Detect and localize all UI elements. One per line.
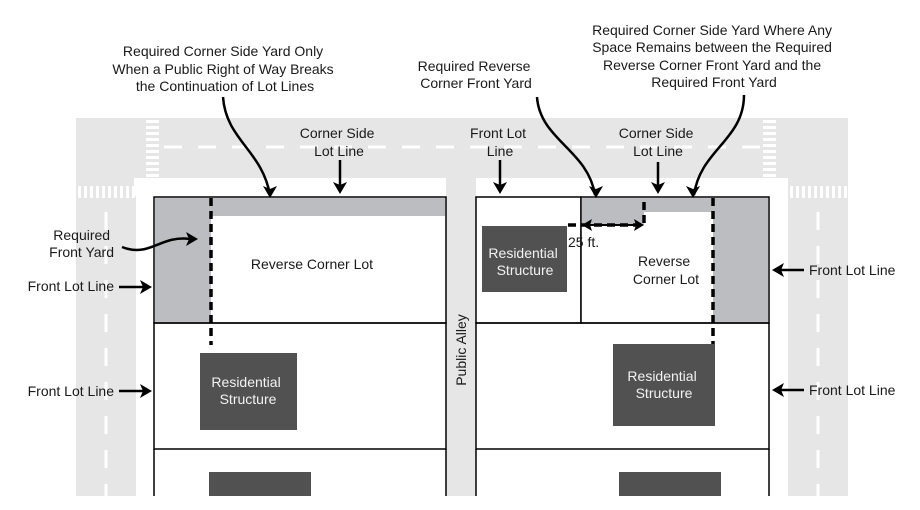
- label-corner-side-lot-line-left: Corner Side Lot Line: [300, 125, 379, 159]
- right-middle-lot: [475, 322, 770, 450]
- crosswalk-stripe: [763, 132, 776, 135]
- crosswalk-stripe: [763, 138, 776, 141]
- crosswalk-stripe: [763, 168, 776, 171]
- crosswalk-stripe: [108, 186, 111, 198]
- label-structure-interior: Residential Structure: [488, 245, 561, 278]
- residential-structure-right: [613, 344, 715, 426]
- crosswalk-stripe: [763, 150, 776, 153]
- arrowheads: [140, 182, 784, 398]
- arrowhead-right: [634, 219, 644, 231]
- crosswalk-stripe: [146, 138, 159, 141]
- reverse-corner-setback-line: [568, 198, 646, 227]
- label-corner-side-lot-line-right: Corner Side Lot Line: [619, 125, 698, 159]
- crosswalk-top-right: [763, 120, 776, 177]
- label-front-lot-line-right-1: Front Lot Line: [809, 262, 896, 278]
- residential-structure-left-bottom: [209, 472, 311, 496]
- label-public-alley: Public Alley: [453, 314, 469, 386]
- residential-structure-interior: [482, 226, 567, 292]
- top-street: [76, 118, 848, 178]
- arrowhead-left: [582, 219, 592, 231]
- crosswalk-stripe: [820, 186, 823, 198]
- residential-structure-right-bottom: [619, 472, 721, 496]
- arrow-required-front-yard: [121, 237, 191, 252]
- crosswalk-stripe: [146, 162, 159, 165]
- crosswalk-stripe: [96, 186, 99, 198]
- label-front-lot-line-right-2: Front Lot Line: [809, 382, 896, 398]
- crosswalk-stripe: [146, 150, 159, 153]
- label-structure-left: Residential Structure: [211, 374, 284, 407]
- right-block: [475, 196, 770, 496]
- crosswalk-stripe: [790, 186, 793, 198]
- crosswalk-stripe: [763, 162, 776, 165]
- residential-structure-left: [200, 353, 297, 430]
- crosswalk-stripe: [126, 186, 129, 198]
- arrow-corner-side-yard-break: [221, 96, 272, 196]
- label-front-lot-line-top: Front Lot Line: [470, 125, 530, 159]
- reverse-corner-front-yard-area: [582, 198, 644, 225]
- arrow-corner-side-yard-remains: [692, 94, 746, 196]
- annotation-corner-side-yard-break: Required Corner Side Yard Only When a Pu…: [112, 43, 337, 94]
- crosswalk-stripe: [763, 156, 776, 159]
- dimension-25ft: [582, 219, 644, 231]
- crosswalk-stripe: [78, 186, 81, 198]
- label-25ft: 25 ft.: [568, 234, 599, 250]
- annotation-corner-side-yard-remains: Required Corner Side Yard Where Any Spac…: [592, 22, 836, 90]
- right-street: [788, 118, 848, 496]
- crosswalk-stripe: [802, 186, 805, 198]
- left-street: [76, 118, 136, 496]
- label-left-reverse-corner-lot: Reverse Corner Lot: [251, 256, 373, 272]
- crosswalk-stripe: [796, 186, 799, 198]
- crosswalk-stripe: [763, 144, 776, 147]
- text-labels: Required Corner Side Yard Only When a Pu…: [28, 22, 896, 407]
- crosswalk-left-top: [78, 186, 135, 198]
- crosswalk-stripe: [120, 186, 123, 198]
- crosswalk-stripe: [844, 186, 847, 198]
- leader-arrows: [119, 94, 804, 393]
- left-block: [153, 196, 447, 496]
- label-structure-right: Residential Structure: [627, 368, 700, 401]
- label-front-lot-line-left-1: Front Lot Line: [28, 278, 115, 294]
- crosswalk-top-left: [146, 120, 159, 177]
- crosswalk-stripe: [832, 186, 835, 198]
- alley-strip: [446, 178, 476, 496]
- crosswalk-stripe: [146, 168, 159, 171]
- left-middle-lot: [153, 322, 447, 450]
- corner-side-yard-area-right: [644, 198, 713, 212]
- crosswalk-stripe: [146, 156, 159, 159]
- crosswalk-stripe: [814, 186, 817, 198]
- crosswalk-right-top: [790, 186, 847, 198]
- required-front-yard-area: [155, 198, 211, 322]
- crosswalk-stripe: [84, 186, 87, 198]
- crosswalk-stripe: [114, 186, 117, 198]
- label-right-reverse-corner-lot: Reverse Corner Lot: [633, 253, 699, 287]
- crosswalk-stripe: [808, 186, 811, 198]
- crosswalk-stripe: [146, 126, 159, 129]
- arrow-reverse-corner-front-yard: [535, 96, 597, 196]
- label-front-lot-line-left-2: Front Lot Line: [28, 383, 115, 399]
- label-required-front-yard: Required Front Yard: [49, 227, 114, 260]
- annotation-reverse-corner-front-yard: Required Reverse Corner Front Yard: [418, 58, 535, 91]
- crosswalk-stripe: [90, 186, 93, 198]
- crosswalk-stripe: [146, 120, 159, 123]
- crosswalk-stripe: [146, 132, 159, 135]
- corner-side-yard-area-left: [211, 198, 445, 216]
- crosswalk-stripe: [146, 174, 159, 177]
- crosswalk-stripe: [763, 174, 776, 177]
- crosswalk-stripe: [146, 144, 159, 147]
- crosswalk-stripe: [102, 186, 105, 198]
- crosswalk-stripe: [763, 126, 776, 129]
- crosswalk-stripe: [838, 186, 841, 198]
- crosswalk-stripe: [763, 120, 776, 123]
- crosswalk-stripe: [826, 186, 829, 198]
- required-front-yard-area-right: [713, 198, 768, 322]
- roads: [76, 118, 848, 496]
- crosswalk-stripe: [132, 186, 135, 198]
